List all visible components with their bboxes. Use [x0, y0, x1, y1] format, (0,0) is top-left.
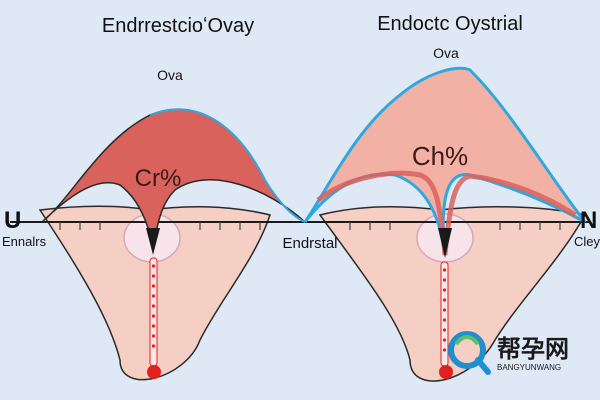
left-axis-label: Ennalrs	[2, 234, 47, 249]
watermark-chinese: 帮孕网	[497, 336, 569, 363]
left-wave	[41, 108, 306, 246]
center-label: Endrstal	[282, 235, 337, 252]
left-center-tip	[146, 228, 160, 255]
left-marker-dots	[151, 264, 156, 348]
left-edge-letter: U	[4, 207, 21, 234]
left-marker-bulb	[147, 365, 161, 379]
left-wave-blue-edge	[149, 108, 306, 223]
right-title: Endoctc Oystrial	[377, 13, 523, 35]
left-top-label: Ova	[157, 67, 183, 83]
right-marker-dots	[442, 268, 447, 352]
right-axis-label: Cleya	[574, 234, 600, 249]
left-marker-stem	[149, 257, 158, 367]
left-title: EndrrestcioʻOvay	[102, 15, 254, 37]
right-center-label: Ch%	[412, 141, 468, 171]
right-marker-bulb	[439, 365, 453, 379]
left-center-label: Cr%	[135, 165, 182, 192]
baseline-ticks	[59, 222, 561, 230]
right-center-tip	[438, 228, 452, 258]
watermark-latin: BANGYUNWANG	[497, 363, 561, 372]
right-edge-letter: N	[580, 207, 597, 234]
watermark-logo	[448, 331, 491, 375]
right-wave	[303, 66, 587, 256]
right-top-label: Ova	[433, 45, 459, 61]
